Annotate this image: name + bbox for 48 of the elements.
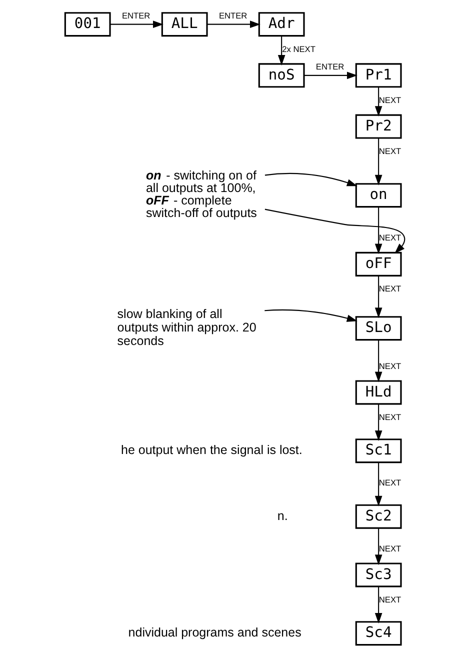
node-box: on [354,183,402,208]
node-box: Pr1 [354,63,402,88]
label: n. [276,508,288,523]
edge-label: NEXT [378,284,401,294]
edge-label: ENTER [218,10,247,20]
edge-label: NEXT [378,360,401,371]
edge-label: ENTER [121,10,150,20]
edge-label: ENTER [315,62,344,72]
arrow [374,340,382,382]
label: ndividual programs and scenes [128,626,301,640]
node-box: Adr [258,12,304,37]
arrow [374,462,382,506]
node-box: Sc2 [354,504,402,529]
edge-label: NEXT [378,412,401,422]
node-box: Pr2 [354,114,402,139]
arrow [374,138,382,186]
node-box: SLo [354,316,402,341]
node-box: ALL [160,12,208,37]
arrow [374,586,382,624]
arrow [374,87,382,117]
node-box: Sc3 [354,562,402,588]
arrow [206,20,260,28]
node-box: oFF [354,252,402,276]
edge-label: NEXT [378,594,401,605]
arrow [264,172,357,186]
node-text: on - switching on of all outputs at 100%, oFF - complete switch-off of outputs [145,168,256,220]
edge-label: NEXT [378,146,401,156]
edge-label: NEXT [378,478,401,488]
arrow [374,404,382,441]
node-box: 001 [64,12,110,37]
arrow [374,206,382,254]
edge-label: NEXT [378,232,401,243]
edge-label: NEXT [378,543,401,554]
node-box: Sc1 [354,438,402,464]
edge-label: 2x NEXT [282,44,315,54]
node-box: noS [258,63,304,88]
edge-label: NEXT [378,94,401,105]
arrow [110,20,163,28]
arrow [264,208,405,254]
arrow [374,276,382,318]
arrow [374,528,382,566]
arrow [277,36,285,66]
node-box: Sc4 [354,621,402,646]
label: he output when the signal is lost. [120,443,302,458]
arrow [304,72,357,80]
node-box: HLd [354,380,402,405]
node-text: slow blanking of all outputs within approx. 20 seconds [116,307,256,348]
arrow [264,309,357,322]
